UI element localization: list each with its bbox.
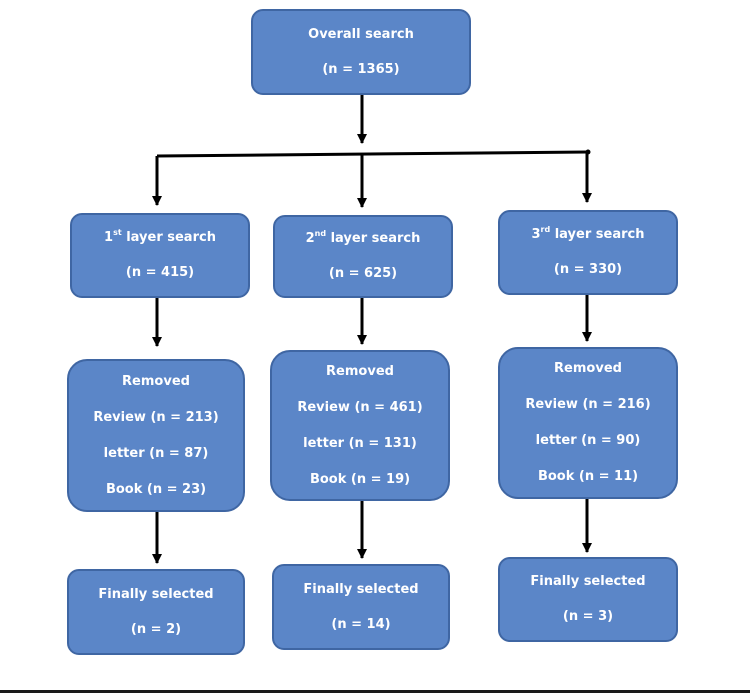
removed-3-title: Removed	[554, 361, 622, 376]
final-1-title: Finally selected	[98, 586, 214, 602]
final-2-count: (n = 14)	[331, 616, 391, 632]
final-1-count: (n = 2)	[130, 621, 182, 637]
removed-1-box: Removed Review (n = 213) letter (n = 87)…	[67, 359, 245, 512]
final-2-title: Finally selected	[303, 581, 419, 597]
overall-search-box: Overall search (n = 1365)	[251, 9, 471, 95]
removed-3-box: Removed Review (n = 216) letter (n = 90)…	[498, 347, 678, 499]
removed-2-title: Removed	[326, 363, 394, 379]
bus-line	[156, 150, 589, 158]
layer-3-title: 3rd layer search	[531, 224, 645, 242]
removed-3-letter: letter (n = 90)	[535, 433, 641, 448]
final-3-count: (n = 3)	[562, 609, 614, 624]
layer-2-box: 2nd layer search (n = 625)	[273, 215, 453, 298]
removed-2-letter: letter (n = 131)	[303, 435, 417, 451]
removed-2-book: Book (n = 19)	[309, 471, 411, 487]
removed-2-box: Removed Review (n = 461) letter (n = 131…	[270, 350, 450, 501]
removed-2-review: Review (n = 461)	[297, 399, 423, 415]
removed-3-review: Review (n = 216)	[525, 397, 651, 412]
final-1-box: Finally selected (n = 2)	[67, 569, 245, 655]
final-2-box: Finally selected (n = 14)	[272, 564, 450, 650]
layer-3-count: (n = 330)	[553, 262, 623, 277]
layer-1-box: 1st layer search (n = 415)	[70, 213, 250, 298]
layer-2-title: 2nd layer search	[305, 228, 421, 246]
overall-search-count: (n = 1365)	[322, 61, 400, 77]
overall-search-title: Overall search	[308, 26, 414, 42]
layer-1-count: (n = 415)	[125, 265, 195, 280]
removed-3-book: Book (n = 11)	[537, 469, 639, 484]
removed-1-title: Removed	[122, 373, 190, 389]
layer-2-count: (n = 625)	[328, 266, 398, 281]
layer-3-box: 3rd layer search (n = 330)	[498, 210, 678, 295]
removed-1-review: Review (n = 213)	[93, 409, 219, 425]
final-3-box: Finally selected (n = 3)	[498, 557, 678, 642]
final-3-title: Finally selected	[530, 574, 646, 589]
removed-1-letter: letter (n = 87)	[103, 445, 209, 461]
removed-1-book: Book (n = 23)	[105, 481, 207, 497]
bottom-rule	[0, 690, 750, 693]
layer-1-title: 1st layer search	[104, 227, 216, 245]
